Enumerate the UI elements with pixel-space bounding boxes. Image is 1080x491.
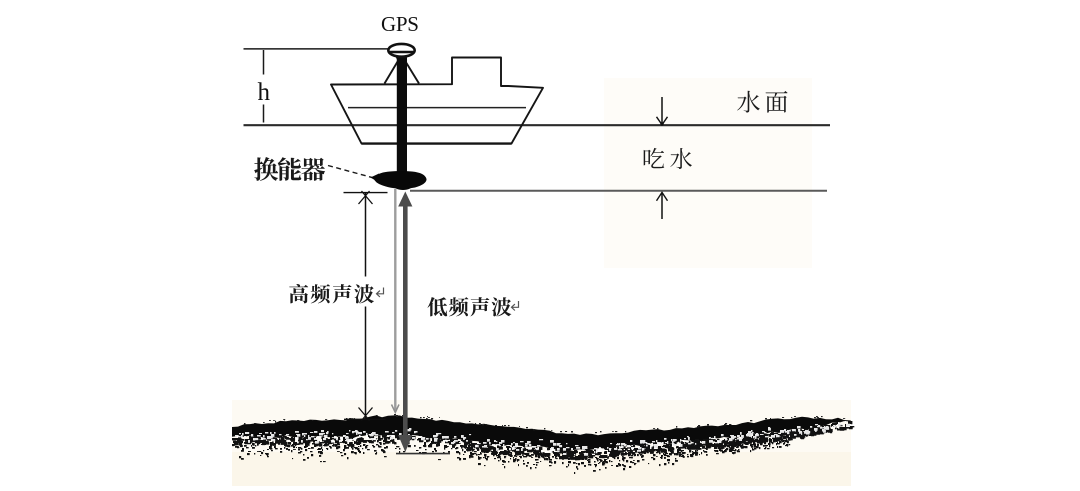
svg-text:h: h (258, 79, 271, 106)
svg-text:GPS: GPS (381, 12, 419, 36)
